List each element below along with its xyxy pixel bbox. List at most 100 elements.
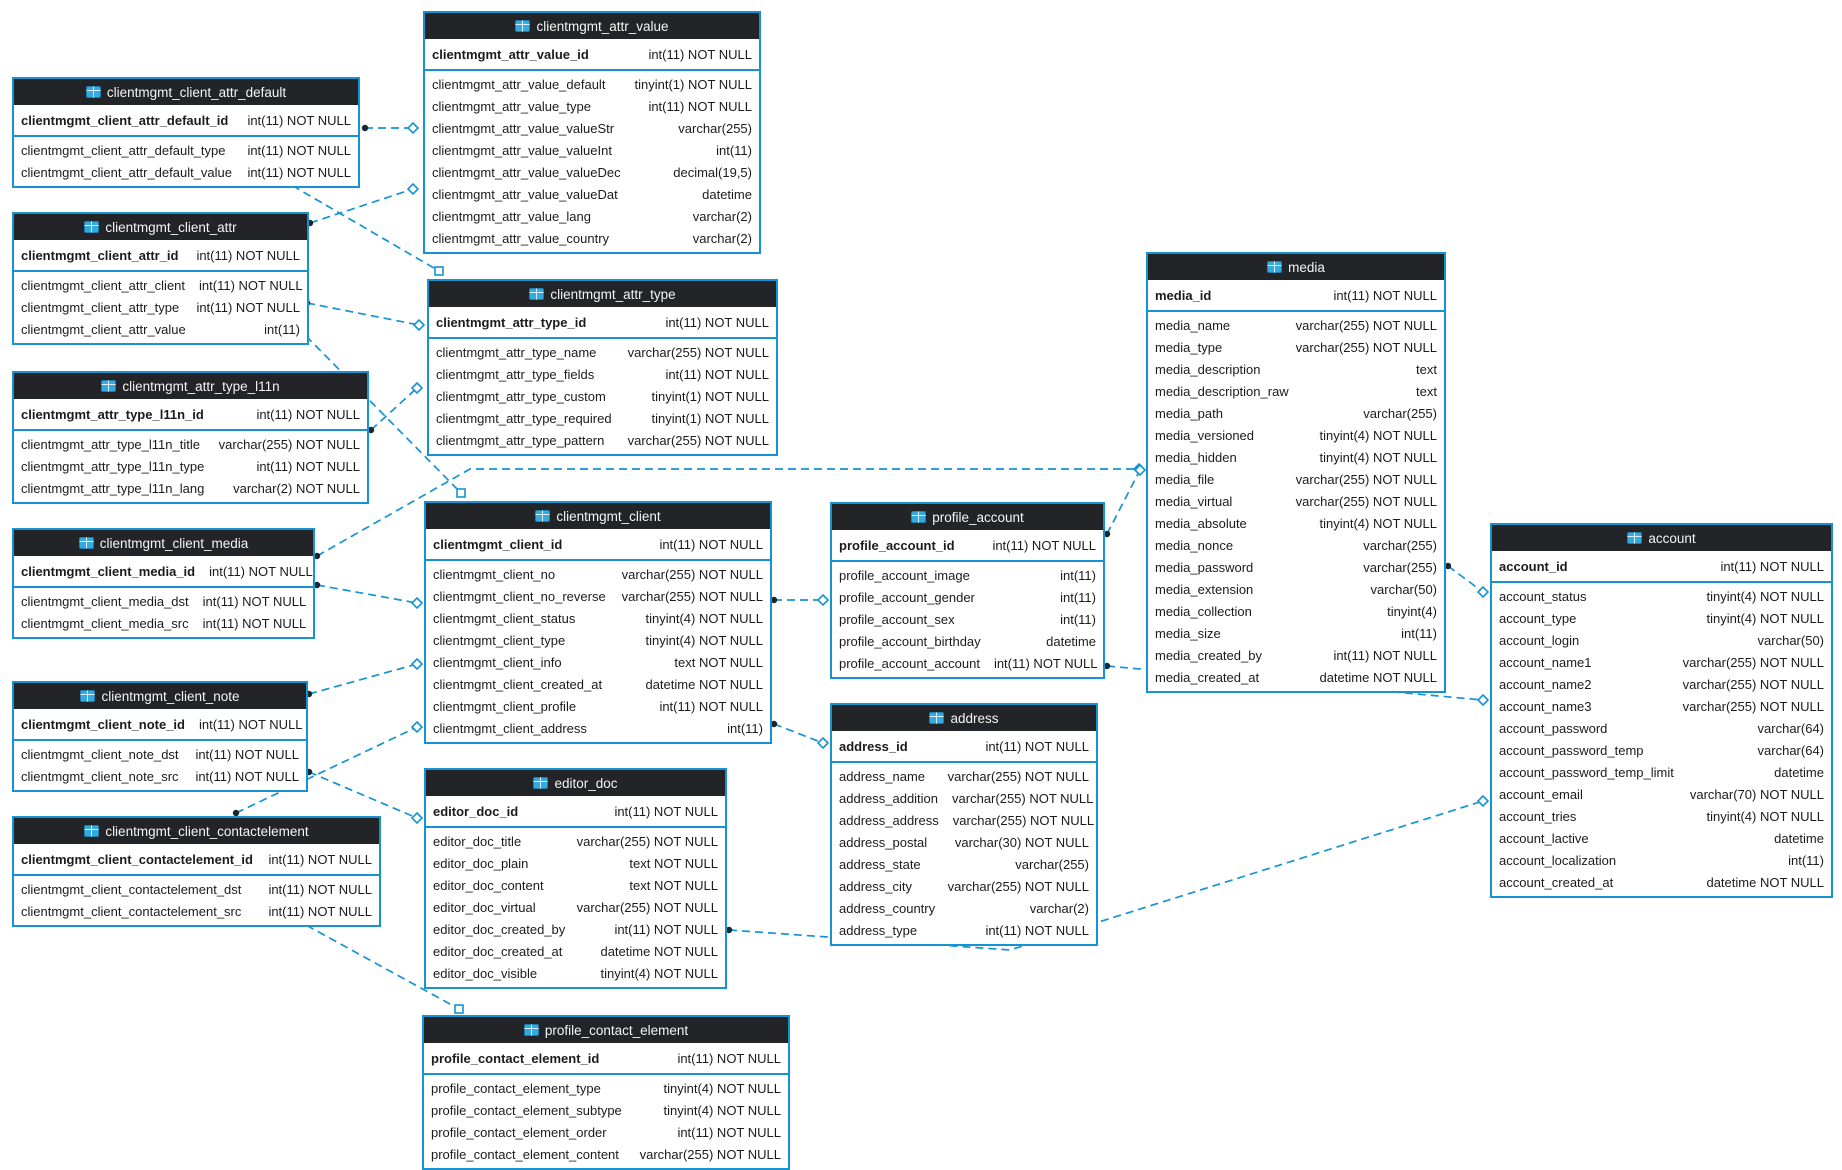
table-header[interactable]: clientmgmt_attr_type_l11n: [14, 373, 367, 399]
table-clientmgmt_client_attr_default[interactable]: clientmgmt_client_attr_default clientmgmt…: [12, 77, 360, 188]
table-header[interactable]: clientmgmt_attr_value: [425, 13, 759, 39]
relationship-editor_doc-to-account[interactable]: [728, 800, 1484, 951]
table-header[interactable]: media: [1148, 254, 1444, 280]
relationship-clientmgmt_client_attr-to-clientmgmt_client[interactable]: [305, 335, 462, 494]
table-header[interactable]: clientmgmt_client_attr: [14, 214, 307, 240]
table-header[interactable]: clientmgmt_client_note: [14, 683, 306, 709]
relationship-profile_account-to-media[interactable]: [1106, 469, 1141, 535]
table-header[interactable]: account: [1492, 525, 1831, 551]
relationship-clientmgmt_client-to-address[interactable]: [773, 723, 824, 744]
table-header[interactable]: profile_contact_element: [424, 1017, 788, 1043]
relationship-clientmgmt_client_attr_default-to-clientmgmt_attr_type[interactable]: [280, 178, 440, 272]
table-clientmgmt_attr_type[interactable]: clientmgmt_attr_type clientmgmt_attr_type…: [427, 279, 778, 456]
relationship-clientmgmt_client_attr-to-clientmgmt_attr_value[interactable]: [309, 188, 414, 224]
table-header[interactable]: profile_account: [832, 504, 1103, 530]
table-header[interactable]: clientmgmt_client_attr_default: [14, 79, 358, 105]
relationship-clientmgmt_client_contactelement-to-clientmgmt_client[interactable]: [235, 726, 418, 814]
table-header[interactable]: clientmgmt_attr_type: [429, 281, 776, 307]
